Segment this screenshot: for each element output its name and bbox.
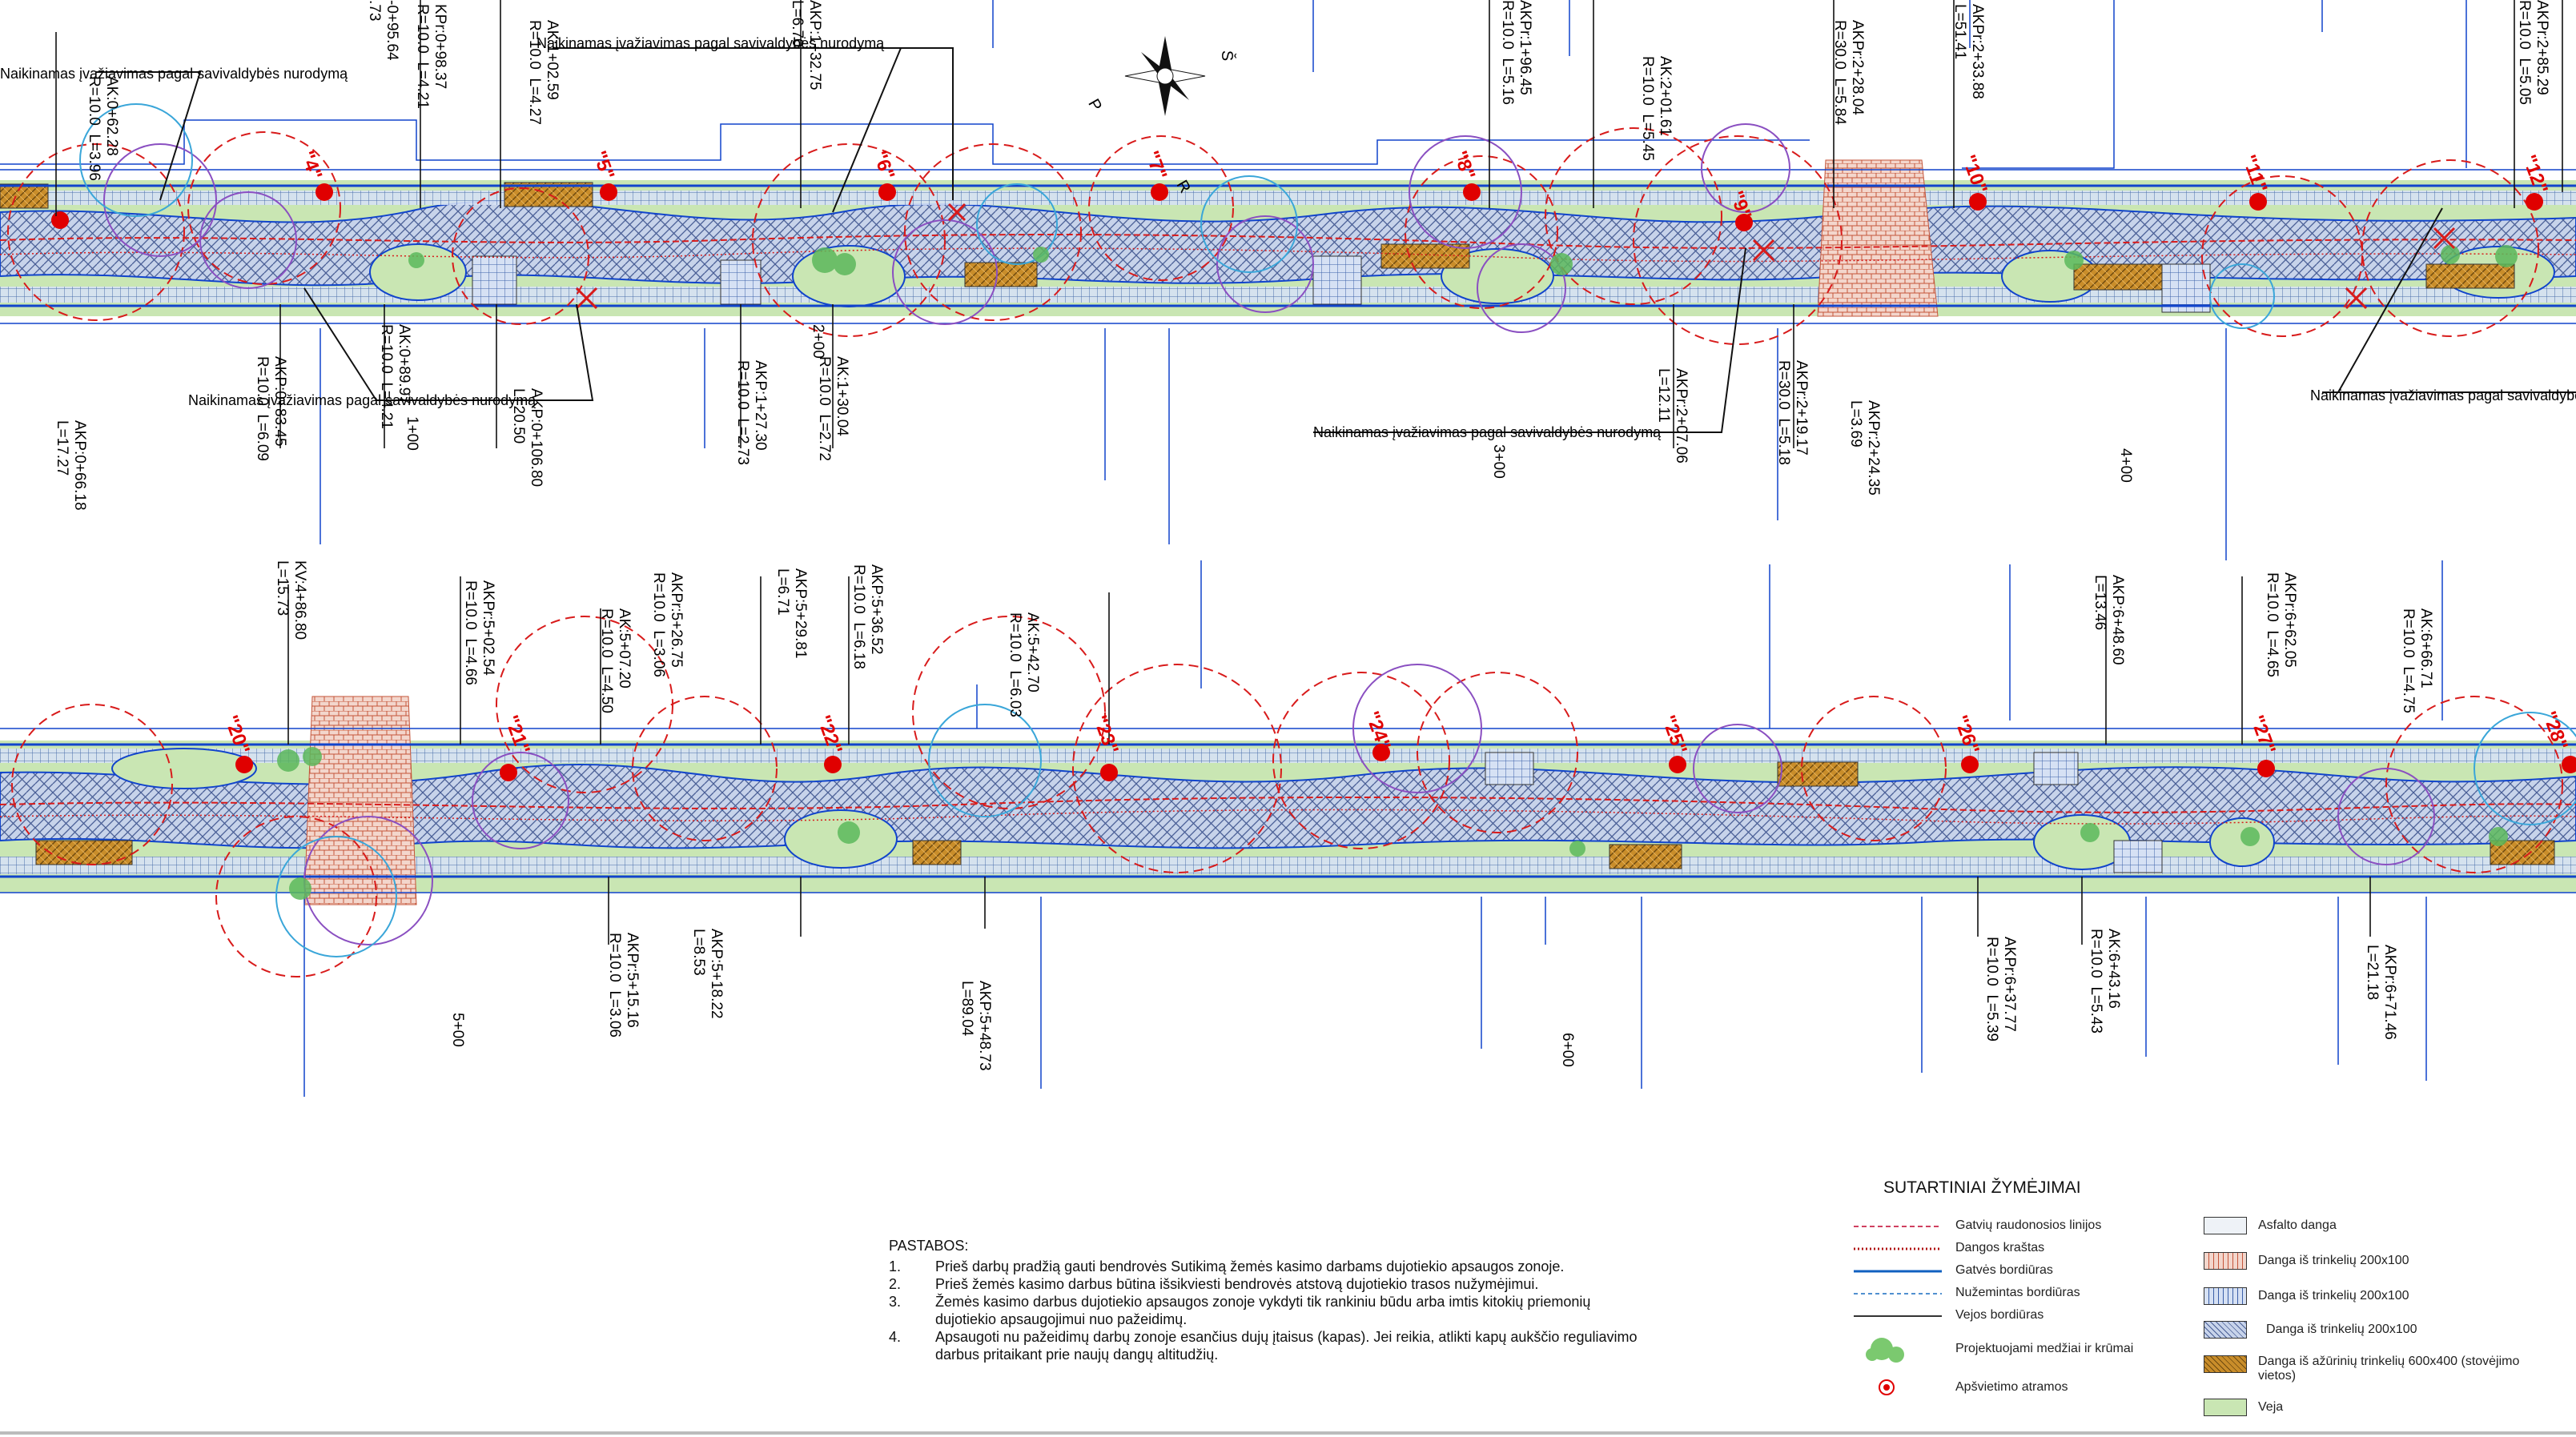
- page-bottom-rule: [0, 1431, 2576, 1435]
- note-text: Apsaugoti nu pažeidimų darbų zonoje esan…: [935, 1329, 1638, 1363]
- legend-item: Asfalto danga: [2258, 1218, 2337, 1232]
- legend-item: Projektuojami medžiai ir krūmai: [1955, 1342, 2134, 1355]
- station-label: AKP:5+29.81 L=6.71: [774, 568, 809, 659]
- station-label: -0+95.64 .73: [366, 0, 400, 61]
- chainage-mark: 6+00: [1559, 1033, 1576, 1067]
- note-driveway-2: Naikinamas įvažiavimas pagal savivaldybė…: [536, 35, 885, 51]
- station-label: AK:1+30.04 R=10.0 L=2.72: [816, 356, 850, 461]
- station-label: AK:0+62.28 R=10.0 L=3.96: [86, 76, 120, 181]
- station-label: AKP:6+48.60 L=13.46: [2092, 575, 2126, 665]
- north-compass: [1124, 36, 1206, 116]
- station-label: AKP:5+48.73 L=89.04: [958, 981, 993, 1071]
- station-label: AKPr:1+96.45 R=10.0 L=5.16: [1499, 0, 1533, 105]
- legend: SUTARTINIAI ŽYMĖJIMAI Gatvių raudonosios…: [1834, 1169, 2570, 1433]
- note-driveway-4: Naikinamas įvažiavimas pagal savivaldybė…: [1313, 424, 1662, 440]
- station-label: AKP:1+32.75 L=6.70: [789, 0, 823, 90]
- station-label: AKP:5+36.52 R=10.0 L=6.18: [850, 564, 885, 669]
- note-number: 2.: [889, 1276, 902, 1292]
- station-label: AKPr:2+28.04 R=30.0 L=5.84: [1831, 20, 1866, 125]
- station-label: KV:4+86.80 L=15.73: [274, 560, 308, 640]
- chainage-mark: 2+00: [810, 324, 826, 359]
- legend-item: Veja: [2258, 1400, 2284, 1414]
- notes-title: PASTABOS:: [889, 1238, 969, 1254]
- legend-item: Danga iš trinkelių 200x100: [2266, 1323, 2417, 1336]
- station-label: AK:5+07.20 R=10.0 L=4.50: [598, 608, 633, 713]
- legend-swatch-asphalt: [2204, 1217, 2247, 1234]
- legend-swatch-blue-grid: [2204, 1287, 2247, 1305]
- station-label: AKPr:2+85.29 R=10.0 L=5.05: [2516, 0, 2550, 105]
- station-label: AKP:0+66.18 L=17.27: [54, 420, 88, 511]
- notes-block: PASTABOS: 1. Prieš darbų pradžią gauti b…: [889, 1237, 1650, 1363]
- chainage-mark: 5+00: [449, 1013, 466, 1047]
- note-number: 4.: [889, 1329, 902, 1345]
- station-label: AK:2+01.61 R=10.0 L=5.45: [1639, 56, 1674, 161]
- note-text: Prieš žemės kasimo darbus būtina išsikvi…: [935, 1276, 1539, 1292]
- legend-item: Apšvietimo atramos: [1955, 1380, 2068, 1394]
- legend-swatch-parking: [2204, 1355, 2247, 1373]
- station-label: AKPr:5+26.75 R=10.0 L=3.06: [650, 572, 685, 677]
- station-label: AKPr:5+15.16 R=10.0 L=3.06: [606, 933, 641, 1038]
- station-label: AKPr:2+19.17 R=30.0 L=5.18: [1775, 360, 1810, 465]
- note-driveway-3: Naikinamas įvažiavimas pagal savivaldybė…: [188, 392, 536, 408]
- station-label: AKPr:6+71.46 L=21.18: [2364, 945, 2398, 1040]
- note-text: Prieš darbų pradžią gauti bendrovės Suti…: [935, 1258, 1565, 1274]
- station-label: AKPr:2+07.06 L=12.11: [1655, 368, 1690, 464]
- station-label: AKPr:2+24.35 L=3.69: [1847, 400, 1882, 496]
- note-item: 1. Prieš darbų pradžią gauti bendrovės S…: [889, 1258, 1650, 1275]
- station-label: AK:6+43.16 R=10.0 L=5.43: [2088, 929, 2122, 1034]
- station-label: AKP:0+83.45 R=10.0 L=6.09: [254, 356, 288, 461]
- station-label: AKPr:6+62.05 R=10.0 L=4.65: [2264, 572, 2298, 677]
- legend-title: SUTARTINIAI ŽYMĖJIMAI: [1883, 1178, 2081, 1197]
- legend-item: Danga iš ažūrinių trinkelių 600x400 (sto…: [2258, 1355, 2520, 1383]
- station-label: AKPr:6+37.77 R=10.0 L=5.39: [1983, 937, 2018, 1042]
- legend-line-samples: [1854, 1226, 1942, 1395]
- legend-swatch-red-brick: [2204, 1252, 2247, 1270]
- note-text: Žemės kasimo darbus dujotiekio apsaugos …: [935, 1294, 1591, 1327]
- station-label: AKP:0+106.80 L=20.50: [510, 388, 545, 488]
- station-label: AKP:5+18.22 L=8.53: [690, 929, 725, 1019]
- legend-item: Vejos bordiūras: [1955, 1308, 2044, 1322]
- legend-item: Gatvės bordiūras: [1955, 1263, 2053, 1277]
- note-item: 3. Žemės kasimo darbus dujotiekio apsaug…: [889, 1293, 1650, 1328]
- legend-item: Nužemintas bordiūras: [1955, 1286, 2080, 1299]
- chainage-mark: 3+00: [1490, 444, 1507, 479]
- legend-swatch-herringbone: [2204, 1321, 2247, 1339]
- note-item: 2. Prieš žemės kasimo darbus būtina išsi…: [889, 1275, 1650, 1293]
- legend-item: Dangos kraštas: [1955, 1241, 2045, 1254]
- station-label: AKPr:5+02.54 R=10.0 L=4.66: [462, 580, 496, 685]
- note-number: 3.: [889, 1294, 902, 1310]
- note-driveway-5: Naikinamas įvažiavimas pagal savivaldybė…: [2310, 387, 2576, 403]
- station-label: AK:6+66.71 R=10.0 L=4.75: [2400, 608, 2434, 713]
- station-label: AK:0+89.97 R=10.0 L=4.21: [378, 324, 412, 429]
- legend-item: Gatvių raudonosios linijos: [1955, 1218, 2102, 1232]
- bottom-street-strip: [0, 560, 2576, 1097]
- station-label: AKP:1+27.30 R=10.0 L=2.73: [734, 360, 769, 465]
- station-label: AKPr:2+33.88 L=51.41: [1951, 4, 1986, 99]
- top-street-strip: [0, 0, 2576, 560]
- legend-item: Danga iš trinkelių 200x100: [2258, 1254, 2409, 1267]
- compass-label-s: Š: [1218, 50, 1236, 62]
- station-label: AK:5+42.70 R=10.0 L=6.03: [1007, 612, 1041, 717]
- note-item: 4. Apsaugoti nu pažeidimų darbų zonoje e…: [889, 1328, 1650, 1363]
- station-label: AK:1+02.59 R=10.0 L=4.27: [526, 20, 561, 125]
- legend-item: Danga iš trinkelių 200x100: [2258, 1289, 2409, 1303]
- station-label: KPr:0+98.37 R=10.0 L=4.21: [414, 4, 448, 109]
- legend-swatch-lawn: [2204, 1399, 2247, 1416]
- chainage-mark: 4+00: [2117, 448, 2134, 483]
- note-number: 1.: [889, 1258, 902, 1274]
- note-driveway-1: Naikinamas įvažiavimas pagal savivaldybė…: [0, 66, 348, 82]
